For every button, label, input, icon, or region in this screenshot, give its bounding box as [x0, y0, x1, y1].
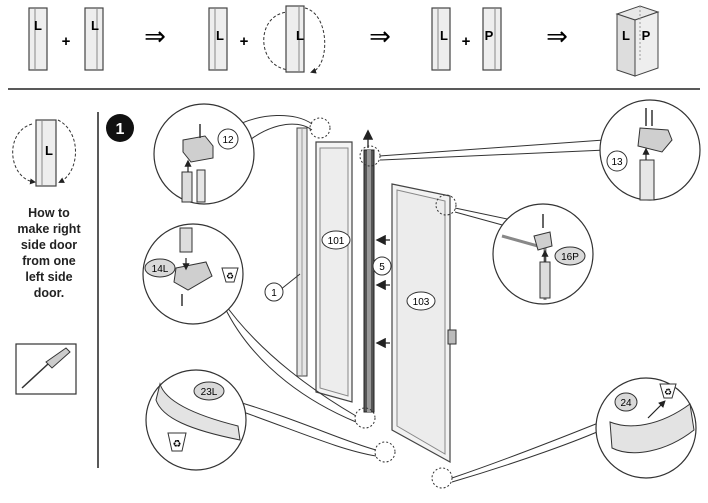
plus-sign: +: [240, 33, 249, 50]
detail-23L: 23L ♻: [145, 369, 247, 471]
part-103-door: [391, 183, 457, 464]
step-badge: 1: [106, 114, 134, 142]
svg-text:1: 1: [116, 121, 125, 138]
detail-13: 13: [599, 99, 701, 201]
screwdriver-icon: [21, 347, 71, 389]
svg-text:L: L: [45, 143, 53, 158]
svg-text:1: 1: [271, 288, 277, 299]
svg-text:103: 103: [413, 297, 430, 308]
svg-text:L: L: [622, 28, 630, 43]
panel-l-rotating: L: [263, 5, 326, 74]
screwdriver-box: [15, 343, 77, 395]
callout-24: 24: [620, 398, 632, 409]
svg-text:L: L: [440, 28, 448, 43]
part-label-103: 103: [406, 291, 436, 311]
leader-lines: [221, 115, 607, 483]
side-rotate-illustration: L: [12, 119, 76, 187]
assembly-arrows: [362, 129, 390, 349]
svg-text:L: L: [34, 18, 42, 33]
arrow-1: ⇒: [144, 21, 166, 51]
part-1-profile: [296, 127, 308, 377]
top-sequence: L + L ⇒ L + L ⇒ L +: [28, 5, 660, 77]
side-instruction-text: How to make right side door from one lef…: [17, 206, 81, 300]
recycle-icon: ♻: [659, 383, 677, 399]
detail-14L: 14L ♻: [142, 223, 244, 325]
panel-p: P: [482, 7, 502, 71]
recycle-icon: ♻: [221, 267, 239, 283]
part-label-101: 101: [321, 230, 351, 250]
callout-23L: 23L: [201, 387, 218, 398]
part-5-seal: [363, 149, 375, 413]
detail-16P: 16P: [492, 203, 594, 305]
plus-sign: +: [62, 33, 71, 50]
svg-text:L: L: [91, 18, 99, 33]
svg-text:L: L: [216, 28, 224, 43]
arrow-2: ⇒: [369, 21, 391, 51]
plus-sign: +: [462, 33, 471, 50]
arrow-3: ⇒: [546, 21, 568, 51]
svg-text:♻: ♻: [173, 439, 182, 450]
panel-l-4: L: [431, 7, 451, 71]
part-101-fixed-panel: [315, 141, 353, 403]
svg-text:L: L: [296, 28, 304, 43]
rotate-arrow-icon: [12, 123, 36, 185]
svg-text:P: P: [642, 28, 651, 43]
detail-12: 12: [153, 103, 255, 205]
svg-text:P: P: [485, 28, 494, 43]
part-label-5: 5: [372, 256, 392, 276]
svg-text:♻: ♻: [226, 271, 234, 281]
detail-24: 24 ♻: [595, 377, 697, 479]
part-label-1: 1: [264, 273, 301, 302]
svg-text:♻: ♻: [664, 387, 672, 397]
assembled-enclosure: L P: [615, 5, 660, 77]
panel-l-2: L: [84, 7, 104, 71]
callout-12: 12: [222, 135, 234, 146]
panel-l-3: L: [208, 7, 228, 71]
callout-13: 13: [611, 157, 623, 168]
rotate-arrow-icon: [263, 11, 292, 73]
recycle-icon: ♻: [167, 432, 187, 452]
svg-text:5: 5: [379, 262, 385, 273]
svg-text:101: 101: [328, 236, 345, 247]
callout-16P: 16P: [561, 252, 579, 263]
panel-l-1: L: [28, 7, 48, 71]
callout-14L: 14L: [152, 264, 169, 275]
